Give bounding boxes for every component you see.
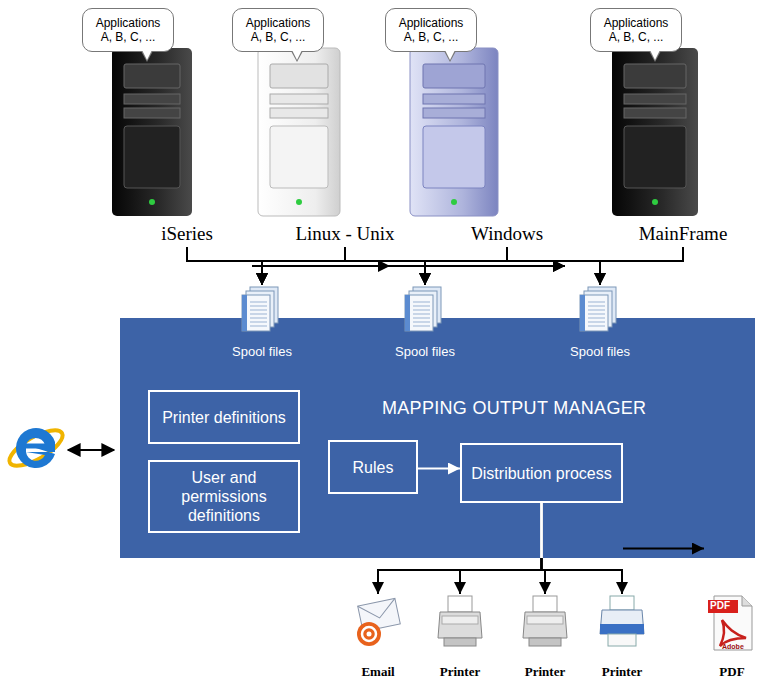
- access-arrow: [68, 449, 114, 451]
- server-label: Windows: [442, 221, 572, 247]
- server-tower: [612, 48, 698, 216]
- flow-connector: [262, 247, 345, 285]
- output-device: Printer: [424, 594, 496, 680]
- flow-connector: [507, 247, 600, 285]
- spool-icon: [574, 285, 626, 343]
- node-label: Windows: [471, 222, 543, 246]
- flow-connector: [623, 548, 704, 550]
- node-label: MainFrame: [639, 222, 728, 246]
- server-tower: [258, 48, 340, 216]
- node-label: Email: [361, 664, 394, 680]
- output-device: Printer: [509, 594, 581, 680]
- manager-panel: MAPPING OUTPUT MANAGER Spool files Spool f…: [120, 318, 755, 558]
- node-label: PDF: [719, 664, 744, 680]
- flow-connector: [262, 247, 683, 285]
- connector-inner-segment: [541, 503, 543, 558]
- spool-files: Spool files: [565, 285, 635, 359]
- flow-connector: [378, 503, 542, 594]
- printer2-icon: [596, 594, 648, 652]
- flow-connector: [252, 265, 565, 267]
- connector-inner-segment: [541, 503, 543, 558]
- connector-inner-segment: [541, 503, 543, 558]
- flow-connector: [542, 503, 546, 594]
- server-label: MainFrame: [618, 221, 748, 247]
- node-label: Printer: [440, 664, 480, 680]
- process-box: Distribution process: [460, 443, 623, 503]
- definition-box: Printer definitions: [148, 390, 300, 444]
- flow-connector: [542, 503, 623, 594]
- flow-connector: [418, 468, 460, 470]
- node-label: User and permissions definitions: [158, 468, 290, 525]
- node-label: Applications A, B, C, ...: [240, 16, 316, 44]
- icon-text: PDF: [710, 600, 730, 612]
- flow-connector: [410, 265, 565, 267]
- node-label: Applications A, B, C, ...: [90, 16, 166, 44]
- speech-bubble: Applications A, B, C, ...: [232, 8, 324, 52]
- speech-bubble: Applications A, B, C, ...: [590, 8, 682, 52]
- server-label: iSeries: [122, 221, 252, 247]
- printer-icon: [519, 594, 571, 652]
- flow-connector: [187, 247, 262, 285]
- speech-bubble: Applications A, B, C, ...: [82, 8, 174, 52]
- node-label: Spool files: [570, 344, 630, 359]
- definition-box: User and permissions definitions: [148, 460, 300, 533]
- spool-files: Spool files: [390, 285, 460, 359]
- node-label: Applications A, B, C, ...: [598, 16, 674, 44]
- node-label: Distribution process: [471, 464, 612, 483]
- flow-connector: [600, 247, 683, 285]
- node-label: Spool files: [395, 344, 455, 359]
- browser-logo: [5, 423, 68, 472]
- icon-text: Adobe: [722, 642, 744, 651]
- rules-box: Rules: [328, 440, 418, 494]
- panel-ground: [120, 318, 755, 558]
- server-tower: [410, 48, 498, 216]
- server-label: Linux - Unix: [280, 221, 410, 247]
- node-label: Applications A, B, C, ...: [393, 16, 469, 44]
- flow-connector: [262, 247, 507, 285]
- flow-connector: [425, 247, 507, 285]
- connector-inner-segment: [541, 503, 543, 558]
- node-label: Spool files: [232, 344, 292, 359]
- flow-connector: [460, 503, 542, 594]
- spool-files: Spool files: [227, 285, 297, 359]
- node-label: iSeries: [161, 222, 213, 246]
- output-device: Email: [342, 594, 414, 680]
- panel-title: MAPPING OUTPUT MANAGER: [382, 398, 646, 419]
- flow-connector: [425, 247, 683, 285]
- node-label: Printer definitions: [162, 408, 286, 427]
- server-tower: [112, 48, 192, 216]
- output-device: Printer: [586, 594, 658, 680]
- node-label: Linux - Unix: [295, 222, 394, 246]
- spool-icon: [236, 285, 288, 343]
- email-icon: [352, 594, 404, 652]
- node-label: Printer: [525, 664, 565, 680]
- node-label: Rules: [353, 458, 394, 477]
- spool-icon: [399, 285, 451, 343]
- speech-bubble: Applications A, B, C, ...: [385, 8, 477, 52]
- node-label: Printer: [602, 664, 642, 680]
- printer-icon: [434, 594, 486, 652]
